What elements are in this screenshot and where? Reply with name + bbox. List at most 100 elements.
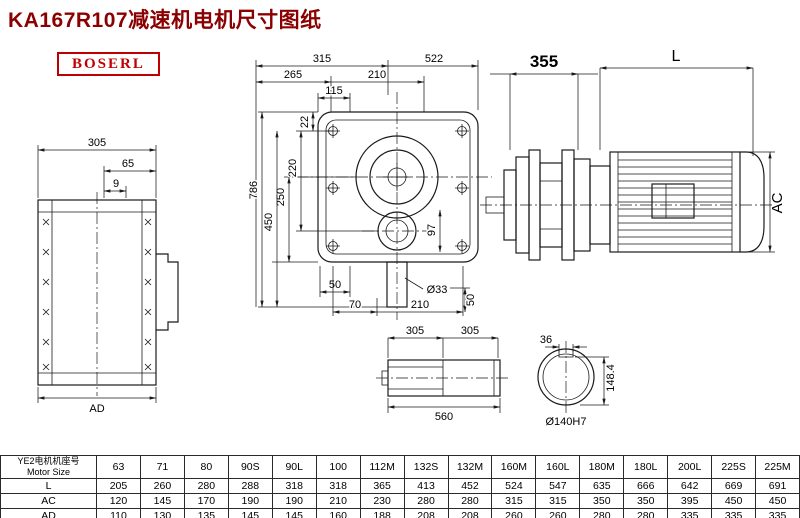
- cell: 288: [227, 478, 273, 494]
- shaft-view: 305 305 560: [376, 324, 508, 425]
- cell: 190: [271, 493, 317, 509]
- col-header: 200L: [667, 455, 713, 479]
- dim-left-305: 305: [88, 137, 106, 149]
- dim-front-22: 22: [299, 116, 311, 128]
- dim-front-450: 450: [263, 213, 275, 231]
- dim-motor-AC: AC: [769, 192, 786, 213]
- cell: 130: [139, 508, 185, 518]
- col-header: 80: [183, 455, 229, 479]
- motor-size-table: YE2电机机座号 Motor Size 63 71 80 90S 90L 100…: [0, 455, 800, 518]
- dim-motor-L: L: [672, 48, 681, 65]
- dim-front-50-left: 50: [329, 279, 341, 291]
- col-header: 100: [315, 455, 361, 479]
- cell: 395: [667, 493, 713, 509]
- bolt-marks: [42, 218, 152, 371]
- cell: 318: [315, 478, 361, 494]
- table-row-AD: AD 110 130 135 145 145 160 188 208 208 2…: [0, 508, 800, 518]
- cell: 524: [491, 478, 537, 494]
- header-label-cn: YE2电机机座号: [17, 456, 80, 466]
- dim-front-315: 315: [313, 53, 331, 65]
- cell: 280: [623, 508, 669, 518]
- dim-left-65: 65: [122, 158, 134, 170]
- dim-front-786: 786: [248, 181, 260, 199]
- table-row-L: L 205 260 280 288 318 318 365 413 452 52…: [0, 478, 800, 494]
- technical-drawing: 305 65 9 AD: [37, 47, 788, 430]
- row-label: AD: [0, 508, 97, 518]
- boserl-logo: BOSERL: [57, 52, 160, 76]
- dim-front-50-right: 50: [465, 294, 477, 306]
- col-header: 71: [139, 455, 185, 479]
- cell: 190: [227, 493, 273, 509]
- header-label-en: Motor Size: [26, 467, 70, 477]
- cell: 335: [755, 508, 800, 518]
- cell: 280: [403, 493, 449, 509]
- cell: 120: [96, 493, 141, 509]
- cell: 280: [183, 478, 229, 494]
- cell: 635: [579, 478, 625, 494]
- cell: 315: [535, 493, 581, 509]
- row-label: L: [0, 478, 97, 494]
- cell: 210: [315, 493, 361, 509]
- dim-front-70: 70: [349, 299, 361, 311]
- page-title: KA167R107减速机电机尺寸图纸: [8, 9, 322, 32]
- col-header: 112M: [359, 455, 405, 479]
- cell: 350: [579, 493, 625, 509]
- dim-end-36: 36: [540, 334, 552, 346]
- front-view: 315 522 265 210 115 22 220 250 450: [247, 52, 492, 320]
- cell: 335: [667, 508, 713, 518]
- col-header: 160M: [491, 455, 537, 479]
- motor-view: 355 L: [480, 47, 788, 261]
- left-side-view: 305 65 9 AD: [37, 136, 179, 417]
- cell: 260: [491, 508, 537, 518]
- cell: 547: [535, 478, 581, 494]
- dim-front-220: 220: [287, 159, 299, 177]
- cell: 280: [447, 493, 493, 509]
- dim-left-AD: AD: [89, 403, 104, 415]
- dim-left-9: 9: [113, 178, 119, 190]
- col-header: 132M: [447, 455, 493, 479]
- cell: 145: [227, 508, 273, 518]
- cell: 669: [711, 478, 757, 494]
- cell: 230: [359, 493, 405, 509]
- cell: 145: [139, 493, 185, 509]
- cell: 365: [359, 478, 405, 494]
- dim-shaft-560: 560: [435, 411, 453, 423]
- col-header: 90L: [271, 455, 317, 479]
- cell: 260: [139, 478, 185, 494]
- col-header: 63: [96, 455, 141, 479]
- dim-front-dia33: Ø33: [427, 284, 448, 296]
- cell: 450: [755, 493, 800, 509]
- col-header: 180M: [579, 455, 625, 479]
- cell: 691: [755, 478, 800, 494]
- cell: 666: [623, 478, 669, 494]
- motor-fins: [618, 159, 732, 245]
- cell: 260: [535, 508, 581, 518]
- col-header: 160L: [535, 455, 581, 479]
- cell: 160: [315, 508, 361, 518]
- col-header: 225M: [755, 455, 800, 479]
- dim-front-522: 522: [425, 53, 443, 65]
- shaft-end-view: 36 148.4 Ø140H7: [537, 333, 619, 430]
- cell: 452: [447, 478, 493, 494]
- col-header: 225S: [711, 455, 757, 479]
- cell: 335: [711, 508, 757, 518]
- cell: 208: [447, 508, 493, 518]
- cell: 110: [96, 508, 141, 518]
- dim-front-97: 97: [426, 224, 438, 236]
- cell: 315: [491, 493, 537, 509]
- dim-motor-355: 355: [530, 52, 558, 71]
- row-label: AC: [0, 493, 97, 509]
- col-header: 180L: [623, 455, 669, 479]
- col-header: 90S: [227, 455, 273, 479]
- dim-end-dia140H7: Ø140H7: [546, 416, 587, 428]
- table-header-row: YE2电机机座号 Motor Size 63 71 80 90S 90L 100…: [0, 455, 800, 479]
- dim-front-265: 265: [284, 69, 302, 81]
- dim-end-148-4: 148.4: [605, 364, 617, 392]
- cell: 145: [271, 508, 317, 518]
- table-header-motor-size: YE2电机机座号 Motor Size: [0, 455, 97, 479]
- cell: 318: [271, 478, 317, 494]
- dim-shaft-305-a: 305: [406, 325, 424, 337]
- dim-front-115: 115: [325, 85, 343, 97]
- cell: 205: [96, 478, 141, 494]
